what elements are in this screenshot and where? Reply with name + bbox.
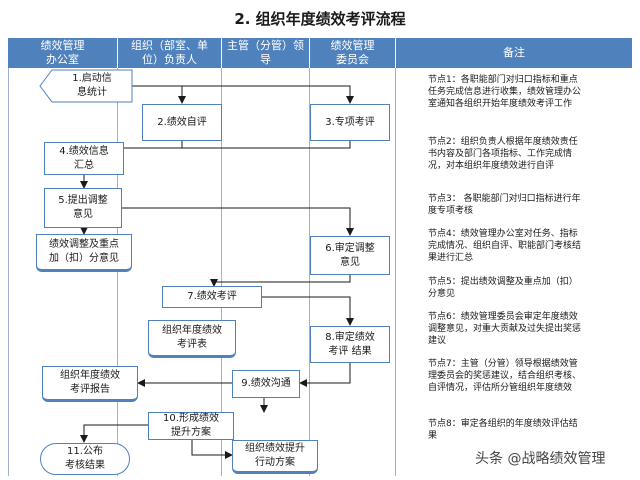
- note-node-2: 节点2：组织负责人根据年度绩效责任书内容及部门各项指标、工作完成情况，对本组织年…: [428, 137, 578, 171]
- connector-5-6: [122, 207, 354, 236]
- node-8-approve-result: 8.审定绩效考评 结果: [310, 326, 390, 363]
- node-9-communication: 9.绩效沟通: [232, 370, 300, 398]
- node-6-approve-adjust: 6.审定调整意见: [310, 236, 390, 275]
- header-performance-office: 绩效管理办公室: [8, 38, 118, 68]
- header-supervisor: 主管（分管）领导: [222, 38, 310, 68]
- watermark: 头条 @战略绩效管理: [475, 451, 606, 467]
- note-node-3: 节点3： 各职能部门对归口指标进行年度专项考核: [428, 194, 581, 216]
- lane-performance-office: [8, 68, 118, 476]
- page-title: 2. 组织年度绩效考评流程: [234, 10, 406, 28]
- note-node-6: 节点6：绩效管理委员会审定年度绩效调整意见，对重大贡献及过失提出奖惩建议: [428, 312, 582, 346]
- lane-org-leader: [118, 68, 222, 476]
- doc-eval-report: 组织年度绩效考评报告: [42, 366, 138, 402]
- connector-10-plan: [191, 440, 233, 459]
- connector-1-3: [182, 85, 354, 104]
- header-committee: 绩效管理委员会: [310, 38, 396, 68]
- note-node-1: 节点1：各职能部门对归口指标和重点任务完成信息进行收集，绩效管理办公室通知各组织…: [428, 75, 582, 109]
- node-1-start: 1.启动信息统计: [72, 73, 112, 98]
- connector-3-4: [182, 141, 351, 149]
- header-org-leader: 组织（部室、单位）负责人: [118, 38, 222, 68]
- lane-supervisor: [222, 68, 310, 476]
- doc-adjust-opinion: 绩效调整及重点加（扣）分意见: [36, 234, 132, 272]
- connector-10-11: [80, 424, 148, 443]
- node-4-info-summary: 4.绩效信息汇总: [44, 142, 124, 175]
- node-2-self-eval: 2.绩效自评: [142, 104, 222, 141]
- note-node-8: 节点8：审定各组织的年度绩效评估结果: [428, 419, 578, 441]
- node-5-adjust-opinion: 5.提出调整意见: [44, 188, 122, 228]
- connector-8-9: [299, 363, 351, 387]
- connector-1-2: [132, 85, 186, 104]
- lane-committee: [310, 68, 396, 476]
- connector-6-7: [210, 275, 351, 287]
- node-3-special-eval: 3.专项考评: [310, 104, 390, 141]
- node-1-shape: [39, 69, 133, 103]
- note-node-4: 节点4：绩效管理办公室对任务、指标完成情况、组织自评、职能部门考核结果进行汇总: [428, 229, 582, 263]
- connector-7-8: [262, 296, 354, 326]
- node-10-improvement-plan: 10.形成绩效提升方案: [148, 412, 234, 440]
- note-node-7: 节点7：主管（分管）领导根据绩效管理委员会的奖惩建议，结合组织考核、自评情况，评…: [428, 359, 582, 393]
- node-7-performance-eval: 7.绩效考评: [162, 286, 262, 308]
- note-node-5: 节点5：提出绩效调整及重点加（扣）分意见: [428, 277, 578, 299]
- doc-eval-table: 组织年度绩效考评表: [148, 320, 236, 358]
- node-11-publish-result: 11.公布考核结果: [40, 443, 130, 475]
- doc-action-plan: 组织绩效提升行动方案: [232, 440, 318, 474]
- header-remarks: 备注: [396, 38, 632, 68]
